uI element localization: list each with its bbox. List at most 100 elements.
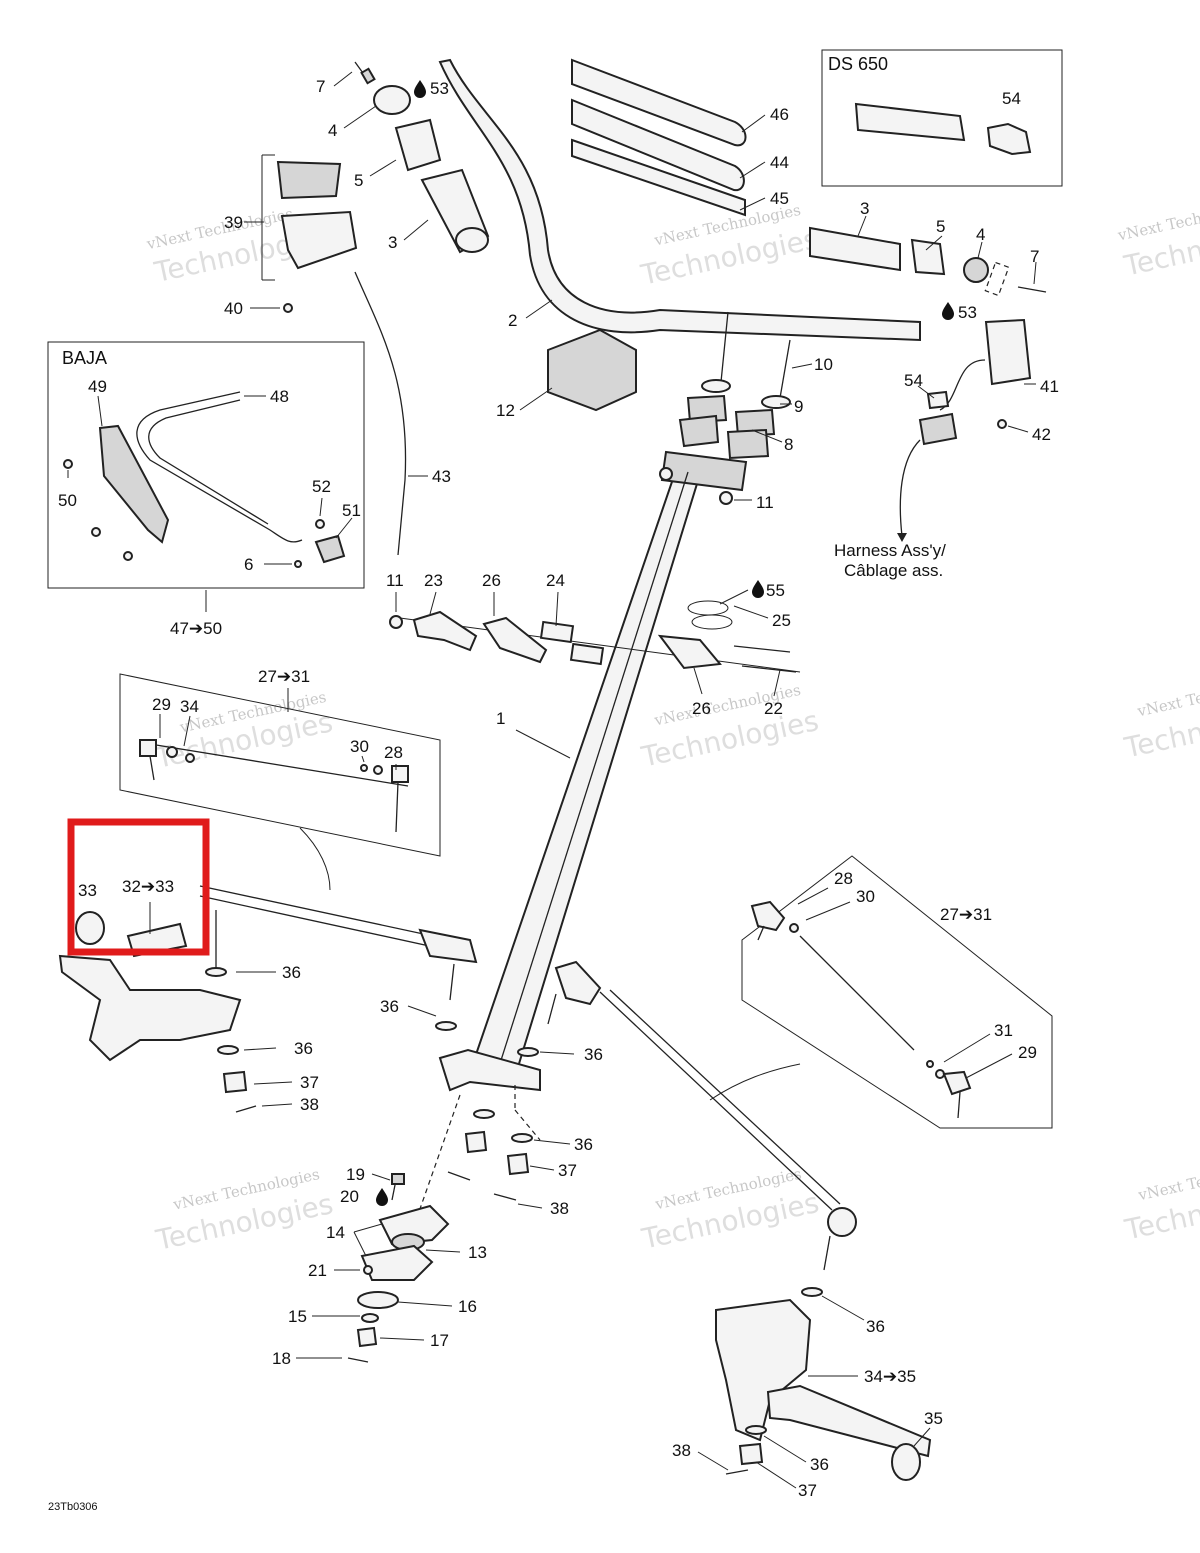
part-label: 44	[770, 153, 789, 172]
part-label: 19	[346, 1165, 365, 1184]
part-label: 40	[224, 299, 243, 318]
part-label: 52	[312, 477, 331, 496]
part-label: 4	[328, 121, 337, 140]
part-label: 37	[798, 1481, 817, 1500]
tie-rod-box-right	[741, 855, 1053, 1129]
part-label: 43	[432, 467, 451, 486]
part-label: 45	[770, 189, 789, 208]
part-label: 27➔31	[258, 667, 310, 686]
part-label: 9	[794, 397, 803, 416]
part-label: 20	[340, 1187, 359, 1206]
part-label: 35	[924, 1409, 943, 1428]
steering-arm-assembly	[389, 600, 801, 673]
diagram-code: 23Tb0306	[48, 1501, 98, 1513]
part-label: 1	[496, 709, 505, 728]
part-label: 53	[430, 79, 449, 98]
part-label: 7	[316, 77, 325, 96]
baja-box	[47, 341, 365, 589]
part-label: 38	[672, 1441, 691, 1460]
part-label: 38	[300, 1095, 319, 1114]
riser-parts	[547, 311, 791, 505]
part-label: 30	[856, 887, 875, 906]
part-label: 36	[810, 1455, 829, 1474]
part-label: 46	[770, 105, 789, 124]
part-label: 36	[574, 1135, 593, 1154]
part-label: 48	[270, 387, 289, 406]
part-label: 50	[58, 491, 77, 510]
part-label: 30	[350, 737, 369, 756]
grip-covers	[571, 58, 747, 217]
box-title-ds650: DS 650	[828, 54, 888, 74]
part-label: 29	[1018, 1043, 1037, 1062]
oil-drop-icon	[414, 80, 426, 98]
tie-rod-box-upper	[119, 673, 441, 891]
part-label: 22	[764, 699, 783, 718]
part-label: 42	[1032, 425, 1051, 444]
part-label: 4	[976, 225, 985, 244]
part-label: 33	[78, 881, 97, 900]
part-label: 10	[814, 355, 833, 374]
ds650-box	[821, 49, 1063, 187]
part-label: 11	[756, 493, 774, 512]
oil-drop-icon	[942, 302, 954, 320]
part-label: 36	[584, 1045, 603, 1064]
part-label: 14	[326, 1223, 345, 1242]
part-label: 36	[380, 997, 399, 1016]
part-labels: 7 53 4 5 3 39 40 46 44 45 2 54 3 5 4 7 5…	[58, 77, 1059, 1500]
part-label: 3	[860, 199, 869, 218]
watermark-text: vNext Technologies	[1136, 1156, 1200, 1205]
part-label: 13	[468, 1243, 487, 1262]
leader-lines	[67, 71, 1037, 1489]
right-knuckle	[547, 960, 932, 1481]
part-label: 5	[936, 217, 945, 236]
part-label: 26	[692, 699, 711, 718]
part-label: 29	[152, 695, 171, 714]
part-label: 2	[508, 311, 517, 330]
part-label: 32➔33	[122, 877, 174, 896]
part-label: 37	[300, 1073, 319, 1092]
part-label: 55	[766, 581, 785, 600]
harness-label-line1: Harness Ass'y/	[834, 541, 946, 560]
part-label: 53	[958, 303, 977, 322]
part-label: 11	[386, 571, 404, 590]
part-label: 12	[496, 401, 515, 420]
part-label: 8	[784, 435, 793, 454]
handlebar	[438, 58, 921, 342]
part-label: 34	[180, 697, 199, 716]
part-label: 6	[244, 555, 253, 574]
part-label: 39	[224, 213, 243, 232]
part-label: 18	[272, 1349, 291, 1368]
part-label: 17	[430, 1331, 449, 1350]
watermark-text: vNext Technologies	[1135, 672, 1200, 721]
part-label: 23	[424, 571, 443, 590]
steering-column	[394, 450, 748, 1281]
lower-bearing-stack	[347, 1109, 533, 1363]
part-label: 54	[1002, 89, 1021, 108]
part-label: 51	[342, 501, 361, 520]
part-label: 54	[904, 371, 923, 390]
highlight-box	[67, 818, 210, 956]
harness-label-line2: Câblage ass.	[844, 561, 943, 580]
part-label: 25	[772, 611, 791, 630]
part-label: 38	[550, 1199, 569, 1218]
left-knuckle	[58, 885, 539, 1113]
box-title-baja: BAJA	[62, 348, 107, 368]
part-label: 36	[282, 963, 301, 982]
part-label: 27➔31	[940, 905, 992, 924]
oil-drop-icon	[376, 1188, 388, 1206]
part-label: 28	[834, 869, 853, 888]
part-label: 37	[558, 1161, 577, 1180]
part-label: 49	[88, 377, 107, 396]
part-label: 36	[866, 1317, 885, 1336]
oil-drop-icon	[752, 580, 764, 598]
part-label: 36	[294, 1039, 313, 1058]
left-grip-parts	[261, 61, 490, 556]
part-label: 41	[1040, 377, 1059, 396]
part-label: 31	[994, 1021, 1013, 1040]
part-label: 28	[384, 743, 403, 762]
part-label: 3	[388, 233, 397, 252]
part-label: 34➔35	[864, 1367, 916, 1386]
part-label: 15	[288, 1307, 307, 1326]
part-label: 47➔50	[170, 619, 222, 638]
